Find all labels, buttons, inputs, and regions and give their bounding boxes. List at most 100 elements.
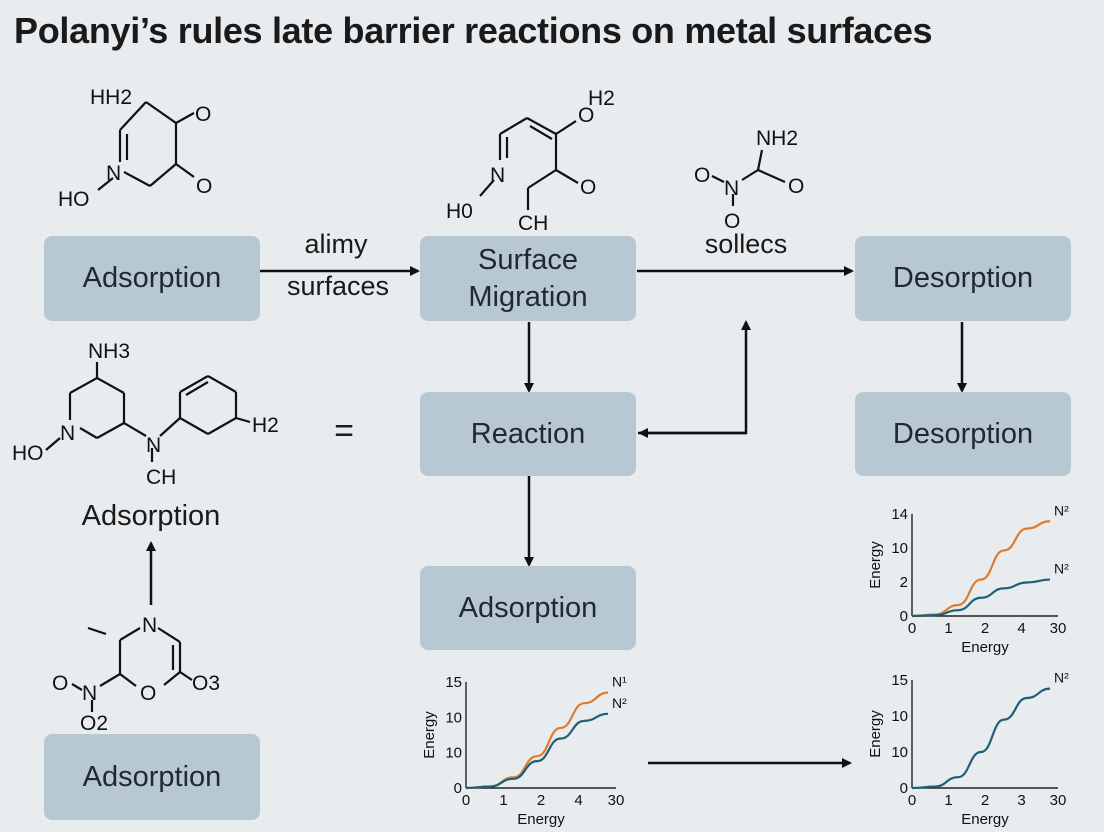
x-tick-label: 2 [537,792,545,809]
mol4-ho: HO [12,442,44,465]
series-label: N² [1054,502,1069,518]
y-tick-label: 0 [454,780,462,797]
mol4-n1: N [60,422,75,445]
x-tick-label: 0 [908,792,916,809]
mol1-ho: HO [58,188,90,211]
x-tick-label: 30 [608,792,625,809]
desorption-box-mid-label: Desorption [892,417,1034,450]
mol2-ch: CH [518,212,548,235]
mol2-o1: O [578,104,594,127]
x-tick-label: 30 [1050,792,1067,809]
x-tick-label: 4 [574,792,582,809]
mol5-o1: O [52,672,68,695]
mol5-o4: O2 [80,712,108,735]
x-tick-label: 30 [1050,620,1067,637]
y-tick-label: 10 [445,709,462,726]
mol4-h2: H2 [252,414,279,437]
mol1-o2: O [196,175,212,198]
series-line [911,578,1051,618]
x-tick-label: 1 [944,620,952,637]
y-tick-label: 15 [891,672,908,689]
x-tick-label: 1 [944,792,952,809]
mol3-n: N [724,177,739,200]
arrow-label-line1: alimy [304,229,368,259]
series-line [911,687,1051,790]
y-tick-label: 10 [891,744,908,761]
reaction-box: Reaction [420,392,636,476]
series-line [465,712,609,790]
adsorption-box-mid: Adsorption [420,566,636,650]
mol2-h2: H2 [588,87,615,110]
x-tick-label: 1 [499,792,507,809]
x-axis-label: Energy [961,639,1009,656]
mol4-n2: N [146,434,161,457]
surface-migration-label-1: Surface [478,244,578,277]
x-tick-label: 0 [908,620,916,637]
mol2-n: N [490,164,505,187]
series-line [911,520,1051,618]
series-label: N² [1054,670,1069,686]
series-label: N² [1054,561,1069,577]
series-line [465,691,609,790]
mol3-o3: O [724,210,740,233]
mol2-h0: H0 [446,200,473,223]
desorption-box-mid: Desorption [855,392,1071,476]
y-tick-label: 0 [900,608,908,625]
mol5-o3: O3 [192,672,220,695]
page-title: Polanyi’s rules late barrier reactions o… [14,10,933,51]
reaction-box-label: Reaction [470,417,586,450]
adsorption-box-mid-label: Adsorption [458,591,598,624]
series-label: N² [612,695,627,711]
y-axis-label: Energy [867,541,884,589]
arrow-label-sollecs: sollecs [704,229,788,259]
x-axis-label: Energy [961,811,1009,828]
adsorption-box-bottom-label: Adsorption [82,760,222,793]
surface-migration-label-2: Migration [468,280,588,313]
arrow-label-line2: surfaces [286,271,390,301]
x-axis-label: Energy [517,811,565,828]
series-label: N¹ [612,674,627,690]
y-tick-label: 10 [891,708,908,725]
mol1-n: N [106,162,121,185]
adsorption-box-top-label: Adsorption [82,262,222,295]
y-tick-label: 2 [900,574,908,591]
x-tick-label: 4 [1017,620,1025,637]
desorption-box-top: Desorption [855,236,1071,321]
mol2-o2: O [580,176,596,199]
adsorption-box-bottom: Adsorption [44,734,260,820]
mol4-ch: CH [146,466,176,489]
y-tick-label: 10 [445,745,462,762]
mol3-o2: O [788,175,804,198]
mol5-n2: N [82,682,97,705]
y-tick-label: 15 [445,674,462,691]
surface-migration-box: Surface Migration [420,236,636,321]
x-tick-label: 2 [981,620,989,637]
desorption-box-top-label: Desorption [892,262,1034,295]
y-tick-label: 10 [891,540,908,557]
y-axis-label: Energy [421,711,438,759]
adsorption-box-top: Adsorption [44,236,260,321]
mol1-o1: O [195,103,211,126]
mol3-o1: O [694,164,710,187]
mol4-nh3: NH3 [88,340,130,363]
y-tick-label: 0 [900,780,908,797]
mol1-hh2: HH2 [90,86,132,109]
y-tick-label: 14 [891,506,908,523]
y-axis-label: Energy [867,710,884,758]
x-tick-label: 0 [462,792,470,809]
x-tick-label: 2 [981,792,989,809]
mol3-nh2: NH2 [756,127,798,150]
adsorption-text: Adsorption [81,500,221,532]
mol5-o2: O [140,682,156,705]
x-tick-label: 3 [1017,792,1025,809]
